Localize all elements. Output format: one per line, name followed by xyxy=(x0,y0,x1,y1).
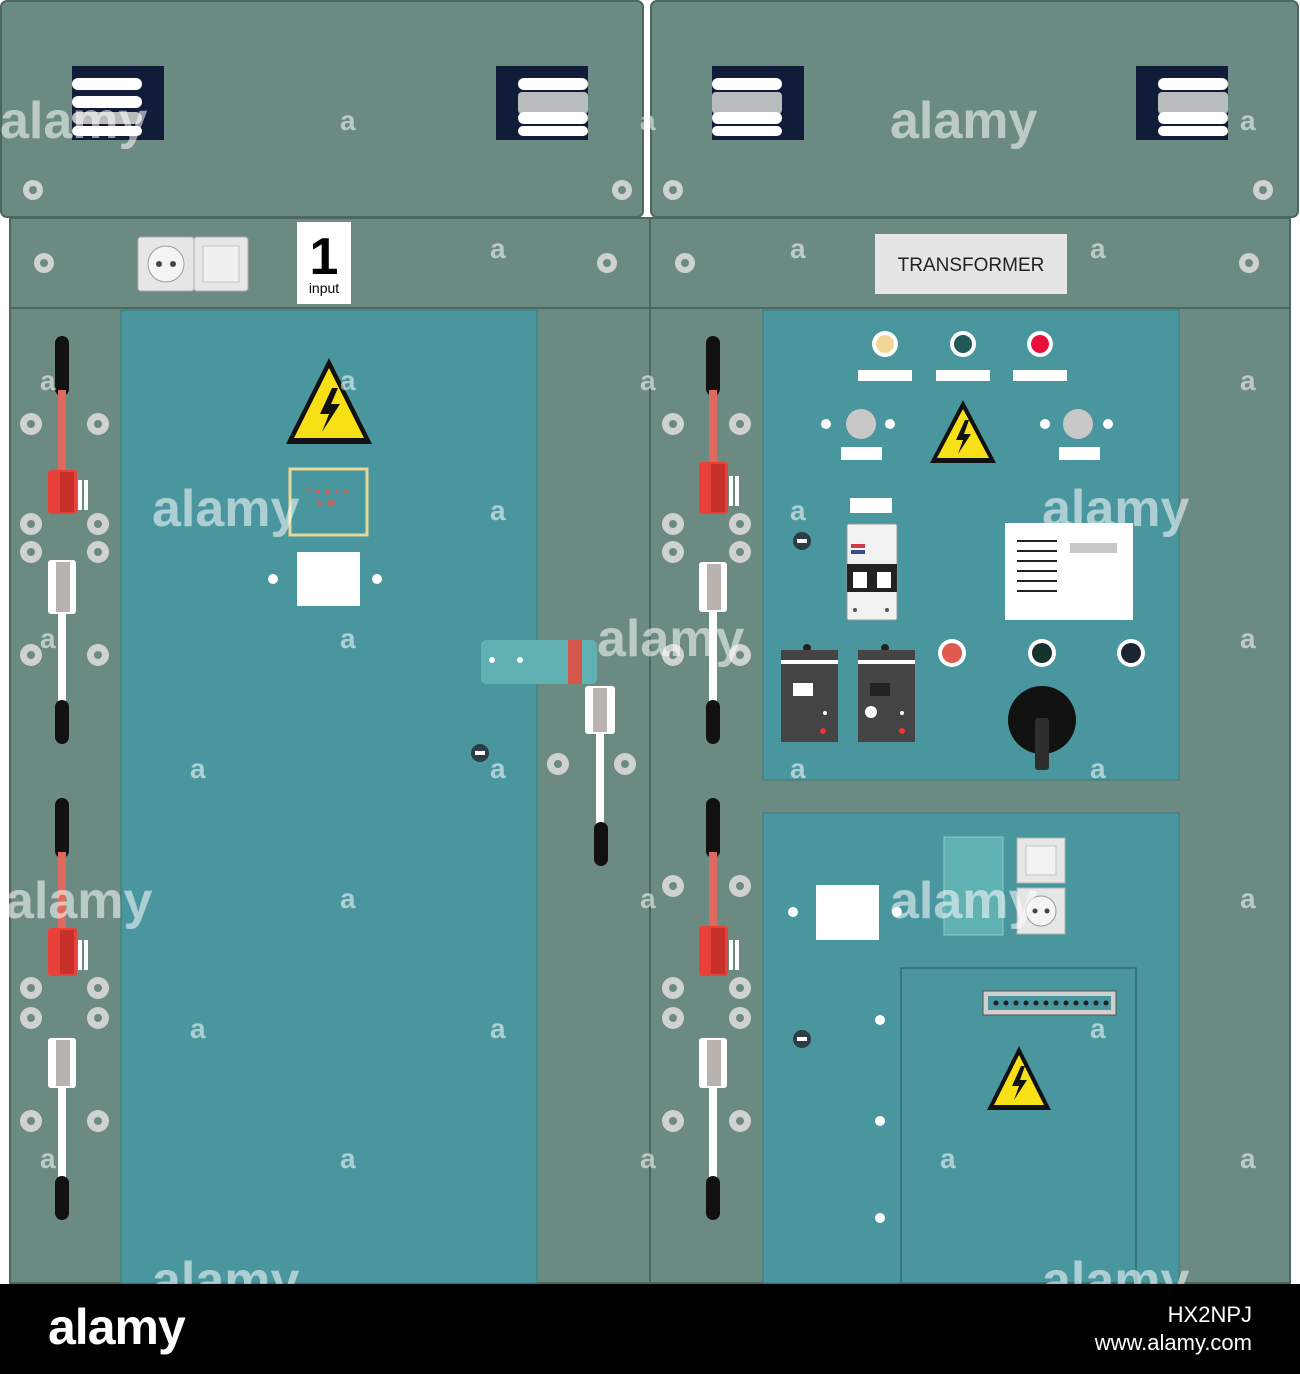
svg-text:a: a xyxy=(640,105,656,136)
svg-text:alamy: alamy xyxy=(890,92,1038,150)
svg-text:a: a xyxy=(340,623,356,654)
svg-text:a: a xyxy=(340,883,356,914)
danger-placard: Dangerous to life xyxy=(288,467,369,537)
panel-number: 1 xyxy=(310,228,339,286)
contactor-1[interactable] xyxy=(781,644,838,742)
placard-line-1: Dangerous xyxy=(306,486,351,496)
svg-text:a: a xyxy=(490,495,506,526)
svg-text:a: a xyxy=(640,365,656,396)
svg-text:a: a xyxy=(790,495,806,526)
footer-image-id: HX2NPJ xyxy=(1167,1302,1252,1327)
indicator-lamp-icon xyxy=(858,331,912,381)
info-sheet xyxy=(1005,523,1133,620)
svg-text:alamy: alamy xyxy=(152,1252,300,1284)
circuit-breaker-icon[interactable] xyxy=(846,498,898,621)
socket-icon xyxy=(1016,887,1066,935)
push-button-left[interactable] xyxy=(821,409,895,460)
svg-text:a: a xyxy=(40,1143,56,1174)
svg-text:a: a xyxy=(490,233,506,264)
footer-url: www.alamy.com xyxy=(1094,1330,1252,1355)
svg-text:a: a xyxy=(1240,365,1256,396)
vent-left-1 xyxy=(72,66,164,140)
placard-line-2: to life xyxy=(317,498,339,508)
svg-text:alamy: alamy xyxy=(1042,480,1190,538)
svg-text:a: a xyxy=(1240,105,1256,136)
indicator-lamp-icon xyxy=(936,331,990,381)
door-nameplate xyxy=(816,885,879,940)
svg-text:a: a xyxy=(40,365,56,396)
socket-cover xyxy=(943,836,1004,936)
socket-icon xyxy=(137,236,195,292)
svg-text:a: a xyxy=(940,1143,956,1174)
push-button-right[interactable] xyxy=(1040,409,1113,460)
watermark: alamy alamy alamy alamy alamy alamy alam… xyxy=(0,92,1190,1284)
svg-text:alamy: alamy xyxy=(5,872,153,930)
svg-text:a: a xyxy=(40,623,56,654)
svg-text:a: a xyxy=(340,1143,356,1174)
control-door xyxy=(762,309,1180,781)
switchgear-illustration: 1 input TRANSFORMER Dangerous to life xyxy=(0,0,1299,1284)
door-handle-disconnector[interactable] xyxy=(585,686,615,866)
warning-triangle-icon xyxy=(930,400,996,463)
svg-text:a: a xyxy=(190,1013,206,1044)
door-left[interactable]: Dangerous to life xyxy=(120,309,538,1284)
door-handle[interactable] xyxy=(481,640,597,684)
svg-text:a: a xyxy=(340,105,356,136)
transformer-label: TRANSFORMER xyxy=(898,255,1045,276)
door-lock[interactable] xyxy=(471,744,489,762)
watermark-marks: a a a a a a a a a a a a a a a a a a a a … xyxy=(40,105,1256,1174)
svg-text:a: a xyxy=(490,1013,506,1044)
svg-text:a: a xyxy=(790,753,806,784)
svg-text:a: a xyxy=(790,233,806,264)
inner-cabinet-door[interactable] xyxy=(900,967,1137,1284)
svg-text:a: a xyxy=(490,753,506,784)
panel-number-tag: 1 input xyxy=(297,222,351,304)
svg-text:a: a xyxy=(340,365,356,396)
switch-icon xyxy=(193,236,249,292)
indicator-lamp-icon xyxy=(1013,331,1067,381)
svg-text:a: a xyxy=(1240,623,1256,654)
door-nameplate xyxy=(297,552,360,606)
svg-text:a: a xyxy=(1090,753,1106,784)
rotary-switch-icon[interactable] xyxy=(1008,686,1076,770)
svg-text:a: a xyxy=(1090,233,1106,264)
svg-text:a: a xyxy=(1240,883,1256,914)
warning-triangle-icon xyxy=(286,358,372,444)
bus-disconnector-right-lower[interactable] xyxy=(699,798,739,1220)
bus-disconnector-right-upper[interactable] xyxy=(699,336,739,744)
svg-text:alamy: alamy xyxy=(890,872,1038,930)
top-hood-left xyxy=(0,0,644,218)
bus-disconnector-left-lower[interactable] xyxy=(48,798,88,1220)
top-hood-right xyxy=(650,0,1299,218)
label-strip-left: 1 input xyxy=(9,217,651,309)
svg-text:alamy: alamy xyxy=(152,480,300,538)
footer-bar xyxy=(0,1284,1300,1374)
svg-text:a: a xyxy=(1090,1013,1106,1044)
svg-text:a: a xyxy=(640,883,656,914)
vent-right-2 xyxy=(1136,66,1228,140)
vent-right-1 xyxy=(712,66,804,140)
svg-text:alamy: alamy xyxy=(597,610,745,668)
contactor-2[interactable] xyxy=(858,644,915,742)
svg-text:a: a xyxy=(640,1143,656,1174)
lower-door-right xyxy=(762,812,1180,1284)
footer-logo: alamy xyxy=(48,1299,186,1355)
label-strip-right: TRANSFORMER xyxy=(649,217,1291,309)
transformer-label-plate xyxy=(875,234,1067,294)
svg-text:alamy: alamy xyxy=(0,92,148,150)
svg-text:a: a xyxy=(190,753,206,784)
panel-sublabel: input xyxy=(309,280,339,296)
svg-text:a: a xyxy=(1240,1143,1256,1174)
bus-disconnector-left-upper[interactable] xyxy=(48,336,88,744)
vent-left-2 xyxy=(496,66,588,140)
svg-text:alamy: alamy xyxy=(1042,1252,1190,1284)
warning-triangle-icon xyxy=(987,1046,1051,1110)
